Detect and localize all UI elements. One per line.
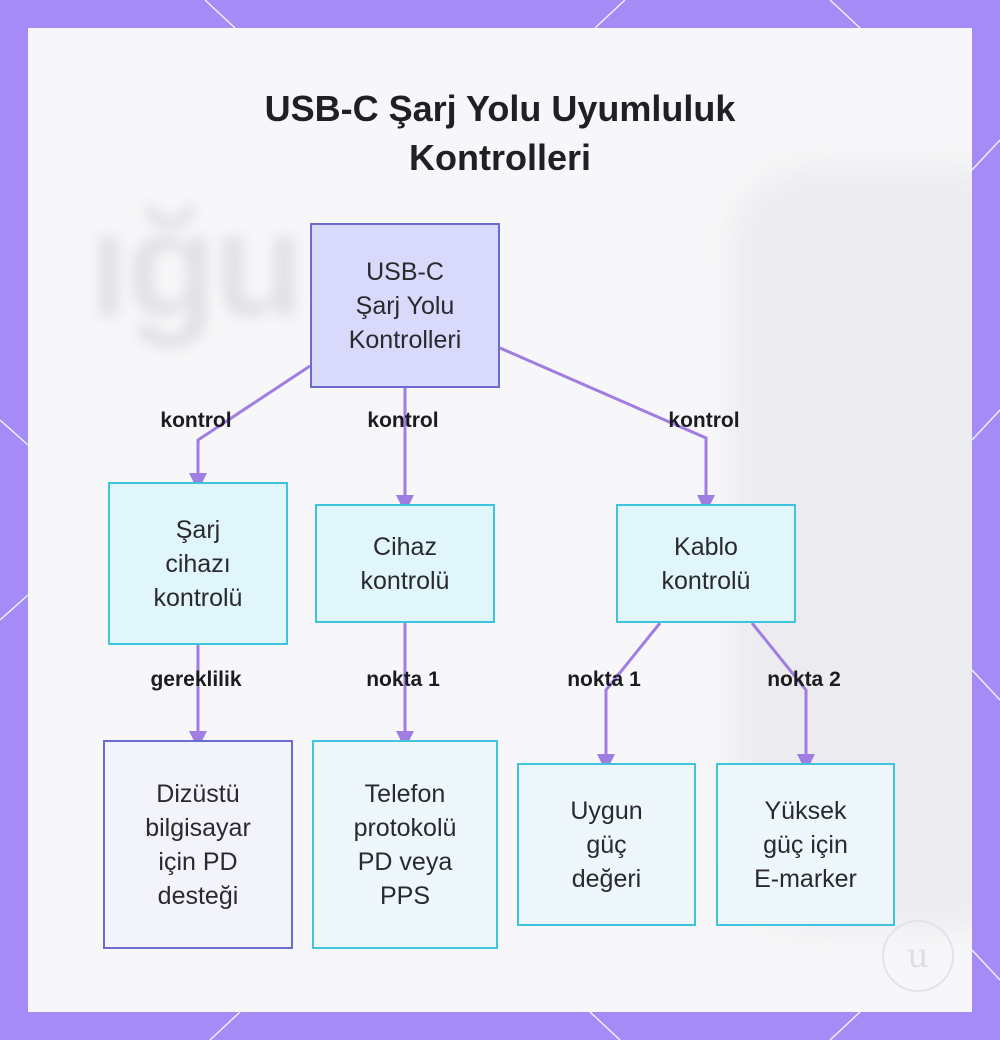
diagram-title: USB-C Şarj Yolu Uyumluluk Kontrolleri [264, 88, 736, 178]
edge-label-charger-laptop: gereklilik [150, 668, 242, 691]
edge-label-root-cable: kontrol [668, 409, 740, 432]
node-laptop-pd: Dizüstü bilgisayar için PD desteği [103, 740, 293, 949]
node-emarker: Yüksek güç için E-marker [716, 763, 895, 926]
edge-label-cable-emarker: nokta 2 [767, 668, 841, 691]
edge-root-cable [499, 346, 715, 513]
node-usb-c-root: USB-C Şarj Yolu Kontrolleri [310, 223, 500, 388]
node-device-check: Cihaz kontrolü [315, 504, 495, 623]
watermark-logo: u [882, 920, 954, 992]
edge-label-cable-power: nokta 1 [567, 668, 641, 691]
node-power-value: Uygun güç değeri [517, 763, 696, 926]
background-decoration: ığu [88, 180, 305, 348]
edge-label-root-charger: kontrol [160, 409, 232, 432]
edge-cable-emarker [750, 622, 815, 772]
edge-label-device-phone: nokta 1 [366, 668, 440, 691]
node-phone-protocol: Telefon protokolü PD veya PPS [312, 740, 498, 949]
edge-label-root-device: kontrol [367, 409, 439, 432]
node-cable-check: Kablo kontrolü [616, 504, 796, 623]
edge-root-charger [189, 364, 311, 491]
edge-cable-power [597, 622, 662, 772]
node-charger-check: Şarj cihazı kontrolü [108, 482, 288, 645]
